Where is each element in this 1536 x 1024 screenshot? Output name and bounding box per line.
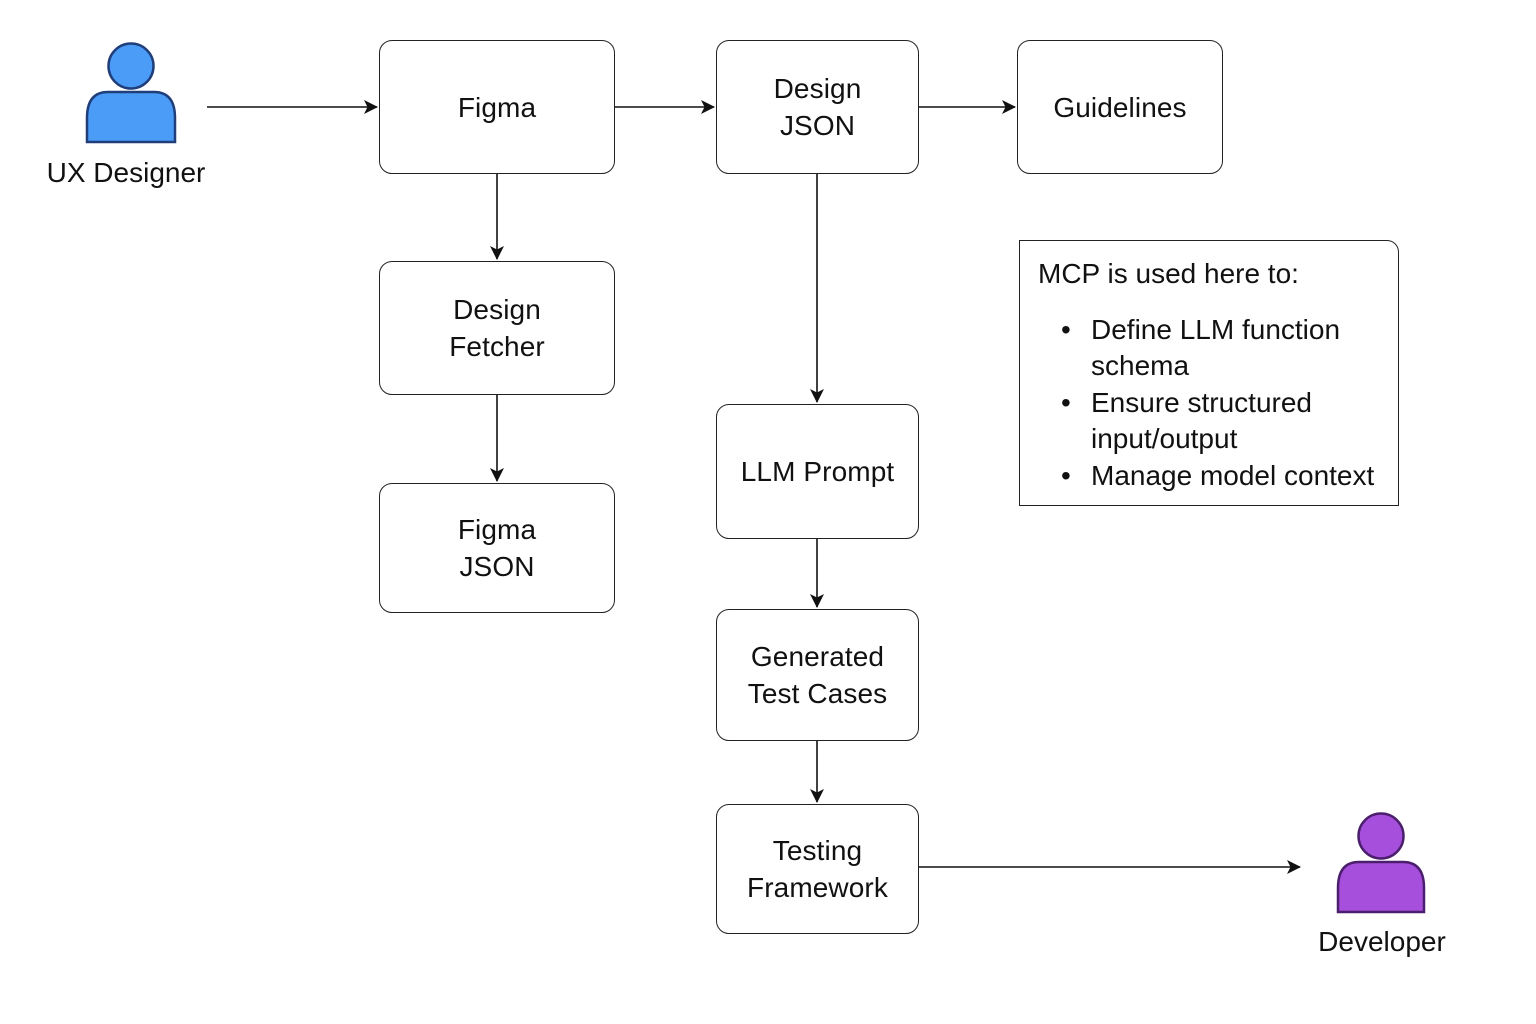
figma-json-node-line-1: Figma [457,514,537,545]
mcp-note-box: MCP is used here to: • Define LLM functi… [1019,240,1399,506]
guidelines-node-text: Guidelines [1053,89,1186,126]
developer-body-shape [1336,860,1426,914]
design-fetcher-node: Design Fetcher [379,261,615,395]
figma-node-line: Figma [457,91,537,123]
generated-test-cases-node-line-2: Test Cases [747,678,888,709]
generated-test-cases-node-text: Generated Test Cases [748,638,888,712]
mcp-note-item: • Manage model context [1038,458,1388,495]
llm-prompt-node-line: LLM Prompt [740,456,895,487]
developer-head-shape [1357,812,1405,860]
mcp-note-item-line: input/output [1091,423,1238,454]
design-fetcher-node-line-1: Design [453,294,541,325]
mcp-note-item-line: Ensure structured [1091,386,1312,418]
developer-person-icon [1336,812,1426,914]
figma-json-node-text: Figma JSON [458,511,536,585]
design-json-node: Design JSON [716,40,919,174]
mcp-note-item-line: Manage model context [1091,459,1375,491]
design-json-node-text: Design JSON [774,70,862,144]
mcp-note-item-line: schema [1091,350,1190,381]
generated-test-cases-node-line-1: Generated [750,641,885,672]
llm-prompt-node: LLM Prompt [716,404,919,539]
design-fetcher-node-text: Design Fetcher [449,291,545,365]
figma-json-node-line-2: JSON [459,551,535,582]
mcp-note-item: • Ensure structured input/output [1038,385,1388,458]
llm-prompt-node-text: LLM Prompt [741,453,895,490]
bullet-icon: • [1061,386,1071,418]
bullet-icon: • [1061,313,1071,345]
guidelines-node: Guidelines [1017,40,1223,174]
ux-designer-label: UX Designer [46,157,206,188]
ux-designer-head-shape [107,42,155,90]
mcp-note-title: MCP is used here to: [1038,258,1299,289]
figma-json-node: Figma JSON [379,483,615,613]
figma-node: Figma [379,40,615,174]
testing-framework-node-text: Testing Framework [747,832,888,906]
ux-designer-person-icon [85,42,177,144]
guidelines-node-line: Guidelines [1053,91,1187,123]
mcp-note-item-line: Define LLM function [1091,313,1341,345]
mcp-note-item: • Define LLM function schema [1038,312,1388,385]
developer-label: Developer [1318,926,1446,957]
bullet-icon: • [1061,459,1071,491]
design-fetcher-node-line-2: Fetcher [449,331,545,362]
testing-framework-node-line-2: Framework [747,872,888,903]
design-json-node-line-1: Design [773,73,862,104]
testing-framework-node-line-1: Testing [772,835,863,866]
ux-designer-body-shape [85,90,177,144]
design-json-node-line-2: JSON [779,110,856,141]
edges-group [207,100,1301,874]
testing-framework-node: Testing Framework [716,804,919,934]
figma-node-text: Figma [458,89,536,126]
mcp-note-list: • Define LLM function schema • Ensure st… [1038,312,1388,495]
generated-test-cases-node: Generated Test Cases [716,609,919,741]
